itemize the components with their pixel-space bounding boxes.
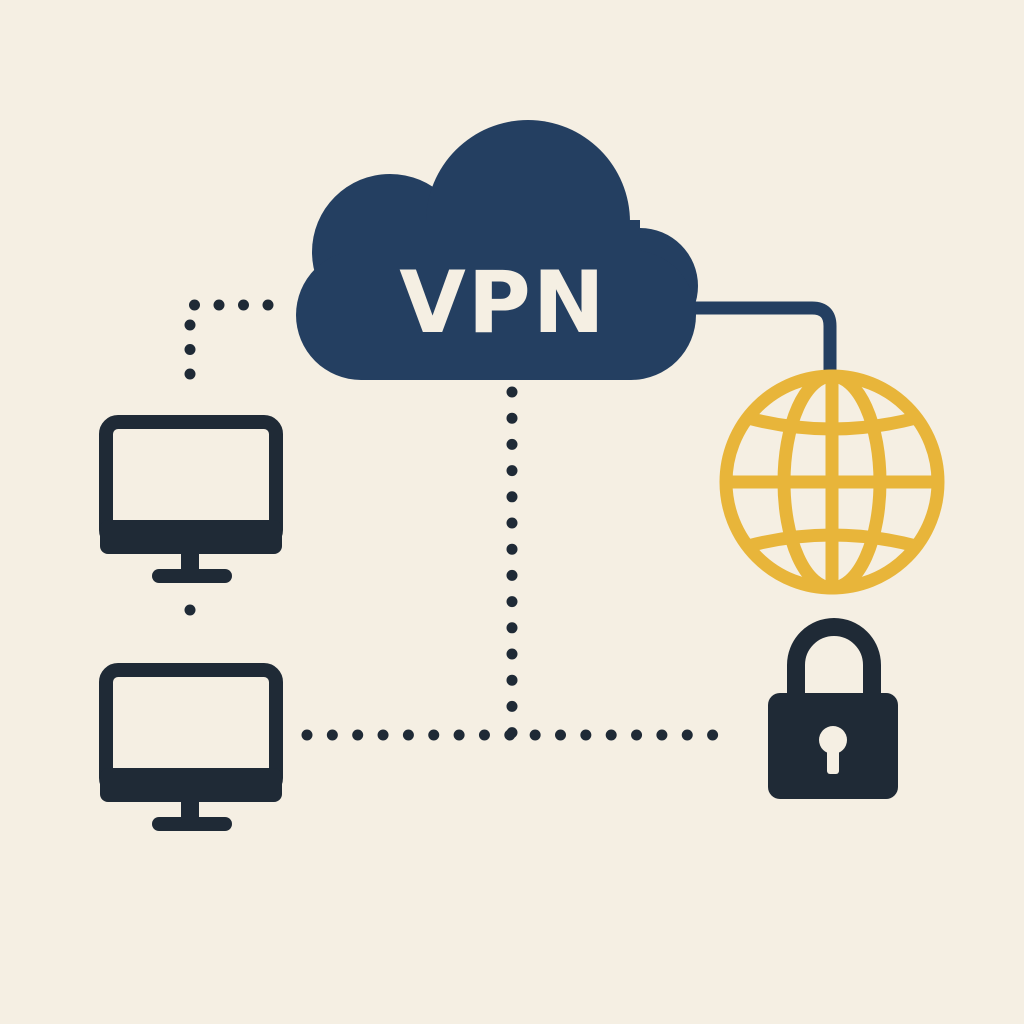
cloud-icon xyxy=(296,120,698,380)
computer-bottom-icon xyxy=(99,663,283,831)
connector-cloud-to-globe xyxy=(673,301,837,379)
padlock-icon xyxy=(768,618,898,799)
vpn-label: VPN xyxy=(399,253,607,353)
computer-top-icon xyxy=(99,415,283,583)
connector-cloud-to-top-computer xyxy=(184,299,274,394)
globe-icon xyxy=(719,369,945,595)
